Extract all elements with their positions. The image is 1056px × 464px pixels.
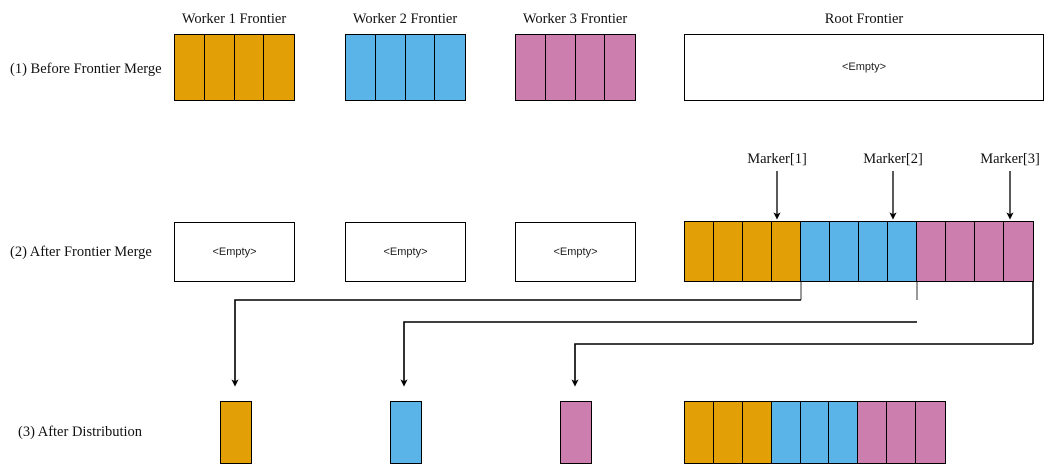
empty-placeholder-text: <Empty> <box>383 245 428 258</box>
marker-label-3: Marker[3] <box>980 151 1040 167</box>
frontier-cell <box>435 35 465 100</box>
frontier-cell <box>829 402 859 463</box>
row-label-after-distribution: (3) After Distribution <box>18 424 143 440</box>
frontier-cell <box>771 222 801 281</box>
frontier-cell <box>858 222 888 281</box>
stage2-worker-3-empty-box: <Empty> <box>515 222 636 282</box>
stage3-worker-3-frontier-bar <box>560 401 592 464</box>
frontier-cell <box>375 35 406 100</box>
frontier-cell <box>713 402 743 463</box>
frontier-cell <box>405 35 436 100</box>
frontier-cell <box>916 402 945 463</box>
frontier-cell <box>742 222 772 281</box>
frontier-cell <box>204 35 235 100</box>
row-label-after-frontier-merge: (2) After Frontier Merge <box>10 244 152 260</box>
frontier-cell <box>545 35 576 100</box>
stage2-worker-2-empty-box: <Empty> <box>345 222 466 282</box>
column-title-root-frontier: Root Frontier <box>824 11 904 27</box>
empty-placeholder-text: <Empty> <box>841 61 887 73</box>
column-title-worker-1-frontier: Worker 1 Frontier <box>181 11 287 27</box>
distribution-connector-worker-3 <box>571 343 1033 387</box>
frontier-cell <box>771 402 801 463</box>
frontier-cell <box>858 402 888 463</box>
stage3-worker-1-frontier-bar <box>220 401 252 464</box>
empty-placeholder-text: <Empty> <box>553 245 598 258</box>
frontier-cell <box>175 35 205 100</box>
frontier-cell <box>264 35 294 100</box>
empty-placeholder-text: <Empty> <box>212 245 257 258</box>
frontier-cell <box>685 402 714 463</box>
row-label-before-frontier-merge: (1) Before Frontier Merge <box>10 61 162 77</box>
frontier-cell <box>887 402 916 463</box>
frontier-cell <box>685 222 714 281</box>
frontier-cell <box>974 222 1004 281</box>
frontier-cell <box>605 35 635 100</box>
frontier-cell <box>829 222 859 281</box>
distribution-connector-worker-2 <box>400 321 917 387</box>
stage2-worker-1-empty-box: <Empty> <box>174 222 295 282</box>
marker-label-1: Marker[1] <box>747 151 807 167</box>
stage2-root-frontier-bar <box>684 221 1034 282</box>
column-title-worker-3-frontier: Worker 3 Frontier <box>522 11 628 27</box>
stage1-worker-2-frontier-bar <box>345 34 466 101</box>
frontier-cell <box>887 222 917 281</box>
frontier-cell <box>516 35 546 100</box>
stage3-root-frontier-bar <box>684 401 946 464</box>
frontier-cell <box>1003 222 1033 281</box>
stage1-root-frontier-empty-box: <Empty> <box>684 34 1044 101</box>
frontier-cell <box>234 35 265 100</box>
stage3-worker-2-frontier-bar <box>390 401 422 464</box>
frontier-cell <box>742 402 772 463</box>
frontier-cell <box>800 402 830 463</box>
column-title-worker-2-frontier: Worker 2 Frontier <box>352 11 458 27</box>
distribution-connector-worker-1 <box>231 299 801 387</box>
frontier-cell <box>916 222 946 281</box>
stage1-worker-3-frontier-bar <box>515 34 636 101</box>
stage1-worker-1-frontier-bar <box>174 34 295 101</box>
frontier-cell <box>346 35 376 100</box>
frontier-cell <box>575 35 606 100</box>
frontier-cell <box>713 222 743 281</box>
frontier-cell <box>800 222 830 281</box>
marker-label-2: Marker[2] <box>863 151 923 167</box>
frontier-cell <box>945 222 975 281</box>
